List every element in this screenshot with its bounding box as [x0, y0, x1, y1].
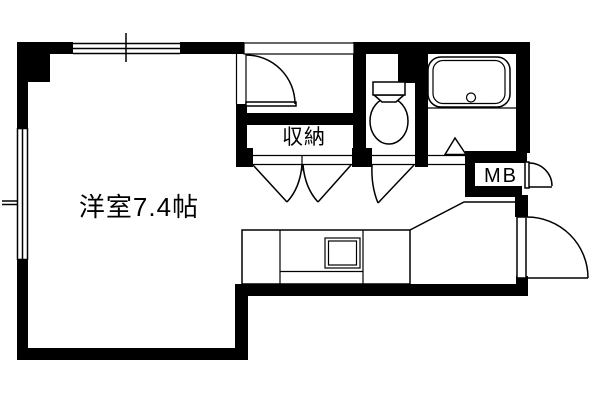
entry-floor-line: [409, 201, 516, 231]
meter-box-door-leaf: [524, 161, 530, 189]
meter-box-door-arc: [528, 162, 553, 187]
washroom-door-triangle: [443, 136, 468, 156]
room-door: [235, 54, 297, 107]
closet-label: 収納: [282, 126, 326, 149]
toilet-icon: [369, 81, 409, 145]
entrance-door-arc: [526, 216, 589, 279]
folding-closet-doors: [252, 164, 352, 203]
entrance-door: [516, 216, 589, 279]
room-door-arc: [245, 54, 296, 105]
kitchen-counter: [241, 229, 411, 285]
stove-icon: [324, 237, 361, 269]
meter-box: MB: [475, 161, 553, 189]
walls: [17, 42, 530, 360]
window-top: [73, 33, 180, 62]
room-label: 洋室7.4帖: [79, 192, 199, 222]
room-door-leaf: [245, 101, 297, 107]
entrance-door-leaf: [516, 216, 527, 279]
window-left: [2, 127, 29, 261]
bathtub-icon: [427, 56, 516, 109]
meter-box-label: MB: [484, 165, 518, 187]
toilet-door: [371, 164, 415, 204]
hall-top-band: [243, 42, 355, 55]
